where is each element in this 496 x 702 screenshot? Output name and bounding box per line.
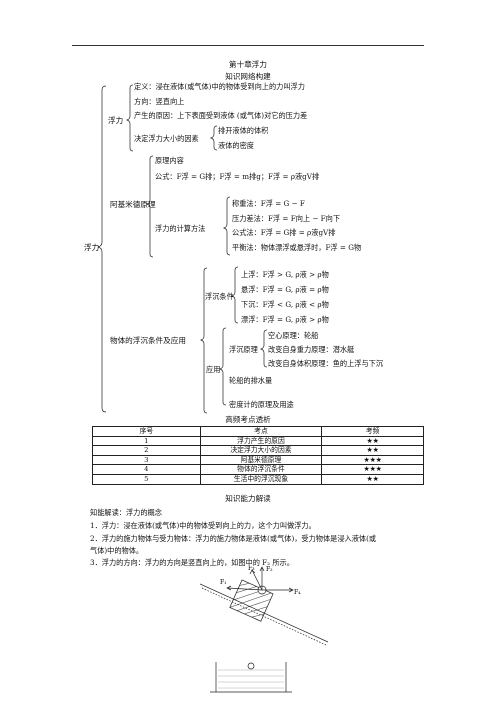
figure-label: F₂ <box>266 566 273 573</box>
table-row: 4 物体的浮沉条件 ★★★ <box>92 464 424 475</box>
column-header: 考频 <box>321 426 424 437</box>
calc-method: 称重法：F浮 = G − F <box>232 199 305 208</box>
table-cell: 物体的浮沉条件 <box>199 464 323 475</box>
figure-label: F₃ <box>248 566 255 572</box>
factor-item: 排开液体的体积 <box>218 126 269 135</box>
top-rule <box>72 45 424 46</box>
fuli-definition: 定义：浸在液体(或气体)中的物体受到向上的力叫浮力 <box>134 82 305 91</box>
table-row: 1 浮力产生的原因 ★★ <box>92 435 424 447</box>
figure-label: F₄ <box>294 589 301 596</box>
table-cell: ★★ <box>321 435 424 447</box>
principle-item: 改变自身重力原理：潜水艇 <box>268 345 355 354</box>
table-cell: ★★ <box>321 445 424 456</box>
column-header: 序号 <box>92 426 201 437</box>
table-cell: 浮力产生的原因 <box>199 435 323 447</box>
table-row: 5 生活中的浮沉现象 ★★ <box>92 473 424 485</box>
sink-float-item: 漂浮：F浮 = G, ρ液 > ρ物 <box>241 315 329 324</box>
table-cell: ★★ <box>321 473 424 485</box>
branch-conditions-label: 物体的浮沉条件及应用 <box>110 336 186 345</box>
calc-method: 压力差法：F浮 = F向上 − F向下 <box>232 214 341 223</box>
root-label: 浮力 <box>84 243 100 252</box>
table-row: 3 阿基米德原理 ★★★ <box>92 454 424 466</box>
table-cell: ★★★ <box>321 454 424 466</box>
paragraph-2b: 气体)中的物体。 <box>90 546 144 555</box>
interpretation-heading: 知识能力解读 <box>225 494 271 503</box>
buoyancy-figure: F₃ F₂ F₁ F₄ <box>200 566 329 646</box>
table-cell: 4 <box>92 464 201 475</box>
sink-float-label: 浮沉条件 <box>205 292 234 301</box>
table-cell: 决定浮力大小的因素 <box>199 445 323 456</box>
sink-float-item: 下沉：F浮 < G, ρ液 < ρ物 <box>241 300 329 309</box>
table-cell: 2 <box>92 445 201 456</box>
frequency-table: 序号 考点 考频 1 浮力产生的原因 ★★ 2 决定浮力大小的因素 ★★ 3 阿… <box>92 426 424 485</box>
second-figure <box>210 662 292 693</box>
calc-methods-label: 浮力的计算方法 <box>155 224 206 233</box>
sink-float-item: 悬浮：F浮 = G, ρ液 = ρ物 <box>241 285 329 294</box>
principle-item: 改变自身体积原理：鱼的上浮与下沉 <box>268 359 384 368</box>
table-row: 2 决定浮力大小的因素 ★★ <box>92 445 424 456</box>
fuli-cause: 产生的原因：上下表面受到液体 (或气体)对它的压力差 <box>134 111 308 120</box>
figure-label: F₁ <box>220 579 227 586</box>
calc-method: 平衡法：物体漂浮或悬浮时，F浮 = G物 <box>232 243 362 252</box>
table-cell: 生活中的浮沉现象 <box>199 473 323 485</box>
paragraph-3: 3．浮力的方向：浮力的方向是竖直向上的，如图中的 F₂ 所示。 <box>90 558 294 567</box>
displacement-item: 轮船的排水量 <box>229 376 273 385</box>
factors-label: 决定浮力大小的因素 <box>134 134 199 143</box>
chapter-title: 第十章浮力 <box>229 60 267 69</box>
frequency-heading: 高频考点透析 <box>225 415 271 424</box>
table-cell: 阿基米德原理 <box>199 454 323 466</box>
table-header-row: 序号 考点 考频 <box>92 426 424 437</box>
interpretation-sub: 知能解读：浮力的概念 <box>90 508 162 517</box>
archimedes-formula: 公式：F浮 = G排；F浮 = m排g；F浮 = ρ液gV排 <box>155 172 320 181</box>
table-cell: 3 <box>92 454 201 466</box>
branch-fuli-label: 浮力 <box>108 116 124 125</box>
sink-float-item: 上浮：F浮 > G, ρ液 > ρ物 <box>241 270 329 279</box>
table-cell: ★★★ <box>321 464 424 475</box>
principle-item: 空心原理：轮船 <box>268 331 319 340</box>
factor-item: 液体的密度 <box>218 141 254 150</box>
paragraph-2a: 2．浮力的施力物体与受力物体：浮力的施力物体是液体(或气体)，受力物体是浸入液体… <box>90 534 377 543</box>
table-cell: 5 <box>92 473 201 485</box>
application-label: 应用 <box>206 365 221 374</box>
hydrometer-item: 密度计的原理及用途 <box>229 400 294 409</box>
principle-label: 浮沉原理 <box>229 345 258 354</box>
branch-archimedes-label: 阿基米德原理 <box>110 200 156 209</box>
archimedes-content: 原理内容 <box>155 156 184 165</box>
fuli-direction: 方向：竖直向上 <box>134 97 185 106</box>
calc-method: 公式法：F浮 = G排 = ρ液gV排 <box>232 228 336 237</box>
section-heading-network: 知识网络构建 <box>225 72 271 81</box>
table-cell: 1 <box>92 435 201 447</box>
paragraph-1: 1．浮力：浸在液体(或气体)中的物体受到向上的力，这个力叫做浮力。 <box>90 521 316 530</box>
column-header: 考点 <box>199 426 323 437</box>
